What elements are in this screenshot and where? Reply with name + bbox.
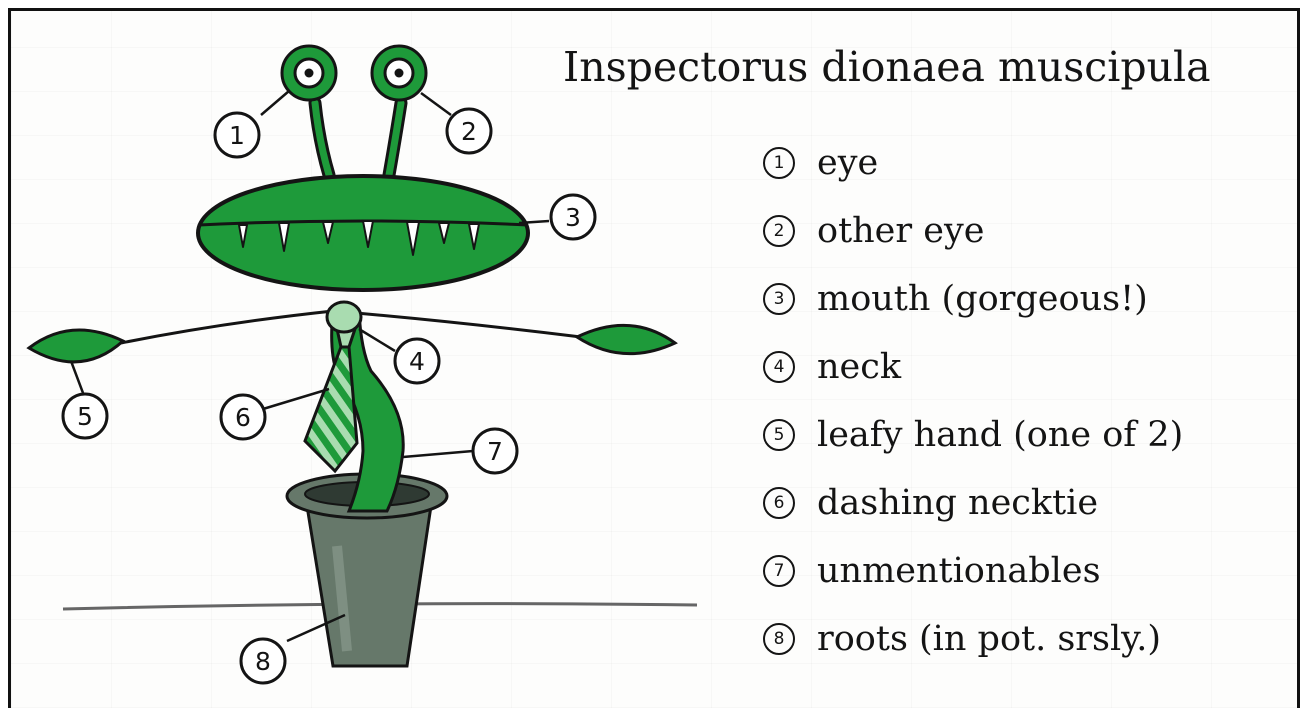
legend-label: eye [817,143,878,183]
legend-number-badge: 3 [763,283,795,315]
svg-text:4: 4 [409,347,425,376]
legend-number-badge: 4 [763,351,795,383]
legend-label: dashing necktie [817,483,1098,523]
legend-label: neck [817,347,901,387]
tie-knot [327,302,361,332]
legend-item-unmentionables: 7 unmentionables [763,537,1183,605]
callout-6: 6 [221,395,265,439]
diagram-frame: 1 2 3 4 5 6 7 [8,8,1300,708]
svg-text:7: 7 [487,437,503,466]
svg-text:3: 3 [565,203,581,232]
legend-number-badge: 8 [763,623,795,655]
legend-number-badge: 1 [763,147,795,179]
legend-label: roots (in pot. srsly.) [817,619,1161,659]
callout-1: 1 [215,113,259,157]
legend-item-other-eye: 2 other eye [763,197,1183,265]
legend-item-necktie: 6 dashing necktie [763,469,1183,537]
legend-list: 1 eye 2 other eye 3 mouth (gorgeous!) 4 … [763,129,1183,673]
svg-text:2: 2 [461,117,477,146]
leader-2 [421,93,451,115]
callout-5: 5 [63,394,107,438]
legend-item-eye: 1 eye [763,129,1183,197]
svg-text:1: 1 [229,121,245,150]
legend-label: unmentionables [817,551,1101,591]
left-leaf-hand [29,330,123,362]
callout-4: 4 [395,339,439,383]
plant-illustration: 1 2 3 4 5 6 7 [11,11,731,705]
callout-3: 3 [551,195,595,239]
diagram-title: Inspectorus dionaea muscipula [563,43,1211,91]
legend-item-neck: 4 neck [763,333,1183,401]
mouth [198,176,528,290]
legend-number-badge: 7 [763,555,795,587]
leader-1 [261,91,289,115]
legend-number-badge: 5 [763,419,795,451]
svg-text:6: 6 [235,403,251,432]
leader-5 [71,361,83,393]
callout-7: 7 [473,429,517,473]
callout-8: 8 [241,639,285,683]
eye-right [372,46,426,100]
left-arm [121,311,333,343]
legend-label: other eye [817,211,984,251]
svg-text:5: 5 [77,402,93,431]
eye-left [282,46,336,100]
legend-item-leafy-hand: 5 leafy hand (one of 2) [763,401,1183,469]
right-arm [333,311,581,337]
legend-label: leafy hand (one of 2) [817,415,1183,455]
right-leaf-hand [577,325,675,353]
legend-item-roots: 8 roots (in pot. srsly.) [763,605,1183,673]
legend-item-mouth: 3 mouth (gorgeous!) [763,265,1183,333]
legend-label: mouth (gorgeous!) [817,279,1148,319]
svg-text:8: 8 [255,647,271,676]
legend-number-badge: 2 [763,215,795,247]
leader-7 [403,451,473,457]
callout-2: 2 [447,109,491,153]
legend-number-badge: 6 [763,487,795,519]
